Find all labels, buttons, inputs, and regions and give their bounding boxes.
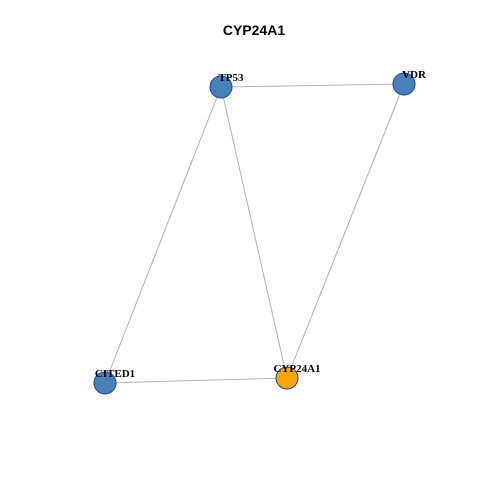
- node-label-tp53: TP53: [218, 72, 244, 84]
- edge-cited1-cyp24a1: [104, 377, 288, 384]
- node-label-cyp24a1: CYP24A1: [273, 363, 320, 375]
- node-vdr[interactable]: [392, 72, 416, 96]
- edge-vdr-cyp24a1: [286, 83, 405, 379]
- graph-title: CYP24A1: [223, 22, 285, 38]
- node-label-cited1: CITED1: [95, 368, 135, 380]
- edges-layer: [104, 83, 405, 384]
- node-tp53[interactable]: [209, 75, 233, 99]
- node-cyp24a1[interactable]: [275, 366, 299, 390]
- edge-tp53-cited1: [104, 86, 222, 384]
- nodes-layer: [93, 72, 416, 395]
- edge-tp53-vdr: [220, 83, 405, 88]
- node-cited1[interactable]: [93, 371, 117, 395]
- edge-tp53-cyp24a1: [220, 86, 288, 379]
- node-label-vdr: VDR: [402, 69, 427, 81]
- labels-layer: TP53 VDR CITED1 CYP24A1: [95, 69, 427, 380]
